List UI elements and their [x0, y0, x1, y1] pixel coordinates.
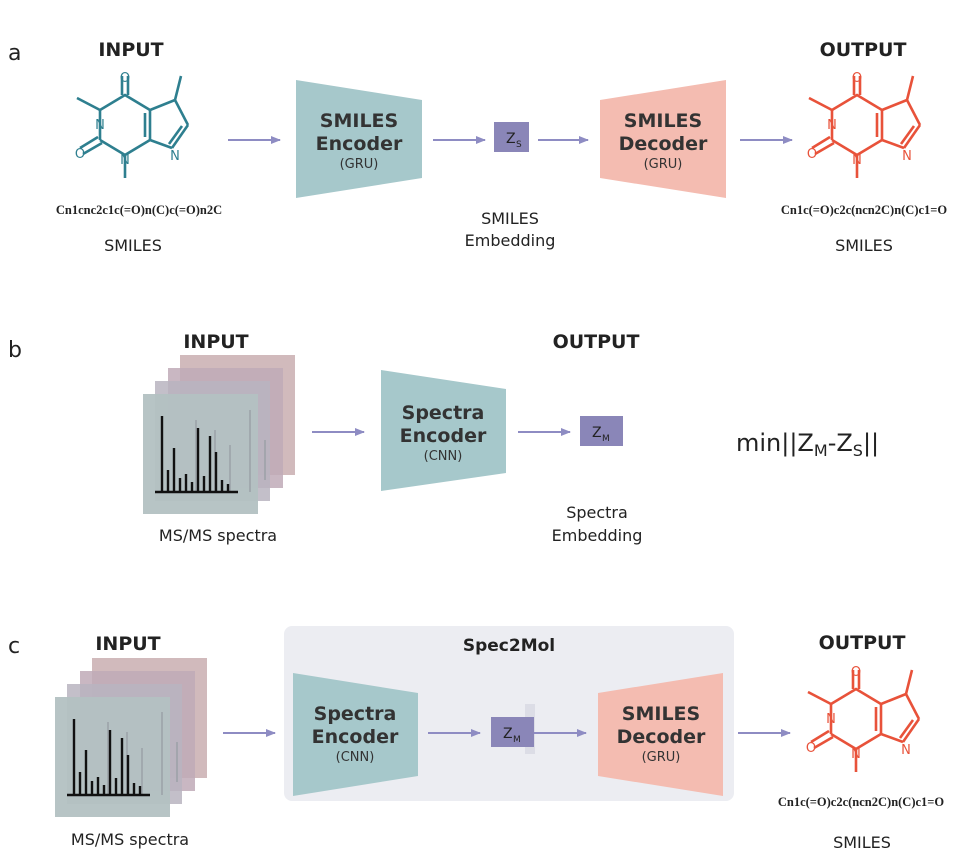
loss-formula: min||ZM-ZS||	[736, 429, 879, 460]
output-smiles-string: Cn1c(=O)c2c(ncn2C)n(C)c1=O	[781, 203, 948, 217]
output-molecule-atoms: O N O N N	[807, 71, 912, 168]
smiles-decoder-sub-c: (GRU)	[642, 750, 681, 765]
output-smiles-caption-c: SMILES	[833, 833, 891, 852]
output-smiles-string-c: Cn1c(=O)c2c(ncn2C)n(C)c1=O	[778, 795, 945, 809]
spectra-encoder-block-b	[381, 370, 506, 491]
latent-zm-box-b	[580, 416, 623, 446]
spectra-encoder-sub-c: (CNN)	[336, 750, 375, 765]
output-smiles-caption: SMILES	[835, 236, 893, 255]
ms-spectra-stack-b	[143, 355, 295, 514]
input-smiles-caption: SMILES	[104, 236, 162, 255]
spectra-encoder-title1-b: Spectra	[402, 402, 485, 424]
smiles-encoder-title2: Encoder	[316, 133, 403, 155]
panel-c-input-caption: MS/MS spectra	[71, 830, 189, 849]
latent-zm-box-c	[491, 717, 534, 747]
spectra-encoder-title2-c: Encoder	[312, 726, 399, 748]
panel-a-input-title: INPUT	[98, 39, 163, 61]
svg-text:N: N	[170, 149, 180, 164]
ms-spectra-stack-c	[55, 658, 207, 817]
smiles-decoder-block	[600, 80, 726, 198]
panel-b-input-title: INPUT	[183, 331, 248, 353]
latent-zs-sub: S	[516, 140, 522, 150]
smiles-encoder-title1: SMILES	[320, 110, 398, 132]
svg-text:N: N	[851, 747, 861, 762]
spectra-encoder-block-c	[293, 673, 418, 796]
smiles-decoder-block-c	[598, 673, 723, 796]
latent-zm-sub-b: M	[602, 434, 610, 444]
svg-text:N: N	[827, 118, 837, 133]
spectra-encoder-sub-b: (CNN)	[424, 449, 463, 464]
svg-text:N: N	[120, 153, 130, 168]
svg-text:O: O	[851, 665, 861, 680]
latent-zs-main: Z	[506, 131, 516, 147]
smiles-decoder-title2-c: Decoder	[617, 726, 706, 748]
latent-zm-main-b: Z	[592, 425, 602, 441]
spec2mol-title: Spec2Mol	[463, 636, 555, 656]
panel-b-label: b	[8, 338, 22, 363]
smiles-decoder-title1: SMILES	[624, 110, 702, 132]
svg-text:O: O	[75, 147, 85, 162]
input-smiles-string: Cn1cnc2c1c(=O)n(C)c(=O)n2C	[56, 203, 222, 217]
input-molecule-atoms: O N O N N	[75, 71, 180, 168]
svg-text:O: O	[807, 147, 817, 162]
smiles-encoder-sub: (GRU)	[340, 157, 379, 172]
smiles-decoder-sub: (GRU)	[644, 157, 683, 172]
spectra-embedding-line1: Spectra	[566, 503, 628, 522]
svg-text:O: O	[806, 741, 816, 756]
smiles-embedding-line2: Embedding	[465, 231, 556, 250]
spectra-encoder-title1-c: Spectra	[314, 703, 397, 725]
svg-text:N: N	[902, 149, 912, 164]
panel-b-output-title: OUTPUT	[553, 331, 640, 353]
panel-c-input-title: INPUT	[95, 633, 160, 655]
latent-zs-box	[494, 122, 529, 152]
svg-text:O: O	[852, 71, 862, 86]
svg-text:N: N	[852, 153, 862, 168]
panel-a-label: a	[8, 41, 21, 66]
spectra-encoder-title2-b: Encoder	[400, 425, 487, 447]
svg-text:O: O	[120, 71, 130, 86]
latent-zm-main-c: Z	[503, 726, 513, 742]
panel-a-output-title: OUTPUT	[820, 39, 907, 61]
latent-zm-sub-c: M	[513, 735, 521, 745]
spectra-embedding-line2: Embedding	[552, 526, 643, 545]
panel-c-output-title: OUTPUT	[819, 632, 906, 654]
svg-text:N: N	[901, 743, 911, 758]
smiles-decoder-title2: Decoder	[619, 133, 708, 155]
panel-c-label: c	[8, 634, 20, 659]
svg-text:N: N	[95, 118, 105, 133]
smiles-encoder-block	[296, 80, 422, 198]
output-molecule-atoms-c: O N O N N	[806, 665, 911, 762]
svg-text:N: N	[826, 712, 836, 727]
smiles-decoder-title1-c: SMILES	[622, 703, 700, 725]
smiles-embedding-line1: SMILES	[481, 209, 539, 228]
panel-b-input-caption: MS/MS spectra	[159, 526, 277, 545]
